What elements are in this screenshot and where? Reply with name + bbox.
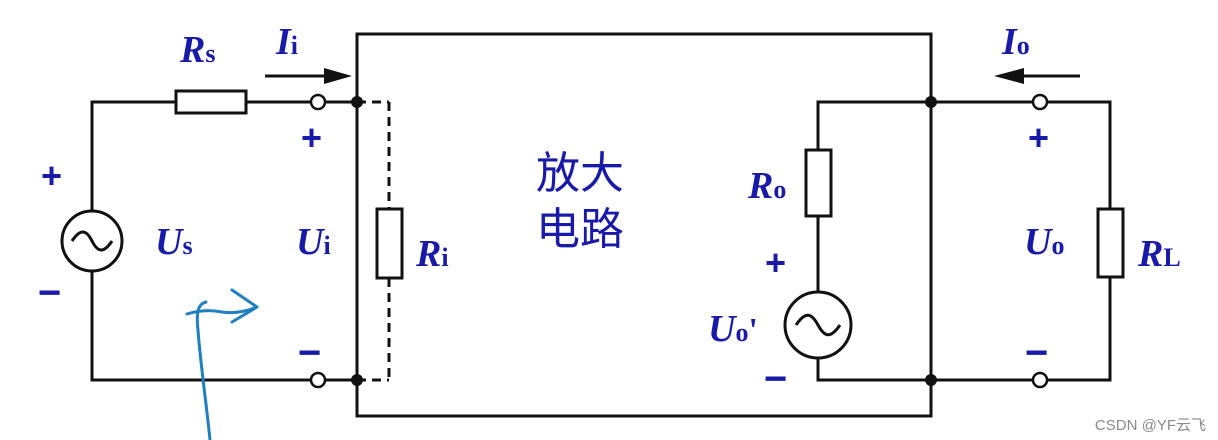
- label-ri: Ri: [415, 233, 449, 275]
- ac-source-us-wave: [70, 230, 114, 252]
- sign-ui-plus: +: [301, 117, 322, 158]
- sign-uo-source-minus: −: [764, 357, 787, 401]
- sign-uo-plus: +: [1028, 117, 1049, 158]
- amplifier-label-line2: 电路: [536, 204, 624, 255]
- input-terminal-bottom: [309, 371, 327, 389]
- junction-out-bottom: [925, 374, 937, 386]
- label-us: Us: [155, 221, 193, 263]
- resistor-ro: [804, 148, 833, 218]
- sign-uo-source-plus: +: [765, 242, 786, 283]
- sign-us-minus: −: [38, 271, 61, 315]
- label-io: Io: [1001, 21, 1030, 63]
- handdrawn-arrow-annotation: [185, 288, 259, 440]
- input-current-arrow: [265, 68, 352, 84]
- input-terminal-top: [309, 93, 327, 111]
- label-rl: RL: [1137, 233, 1181, 275]
- resistor-rs: [174, 89, 248, 115]
- amplifier-label-line1: 放大: [536, 148, 624, 199]
- source-circuit: [60, 89, 363, 389]
- sign-uo-minus: −: [1025, 331, 1048, 375]
- sign-us-plus: +: [41, 155, 62, 196]
- label-ui: Ui: [296, 221, 331, 263]
- junction-out-top: [925, 96, 937, 108]
- amplifier-block: [355, 32, 933, 418]
- label-uo-source: Uo': [708, 308, 758, 350]
- sign-ui-minus: −: [298, 331, 321, 375]
- output-terminal-bottom: [1031, 371, 1049, 389]
- label-rs: Rs: [179, 29, 215, 71]
- input-resistance: [357, 100, 404, 382]
- label-ii: Ii: [275, 21, 298, 63]
- ac-source-uo-wave: [794, 313, 842, 337]
- label-ro: Ro: [747, 165, 786, 207]
- resistor-ri: [375, 207, 404, 280]
- resistor-rl: [1096, 207, 1125, 279]
- load-circuit: [925, 93, 1125, 389]
- watermark: CSDN @YF云飞: [1095, 417, 1206, 434]
- output-terminal-top: [1031, 93, 1049, 111]
- label-uo: Uo: [1024, 221, 1064, 263]
- output-current-arrow: [994, 68, 1080, 84]
- output-equivalent: [783, 100, 931, 382]
